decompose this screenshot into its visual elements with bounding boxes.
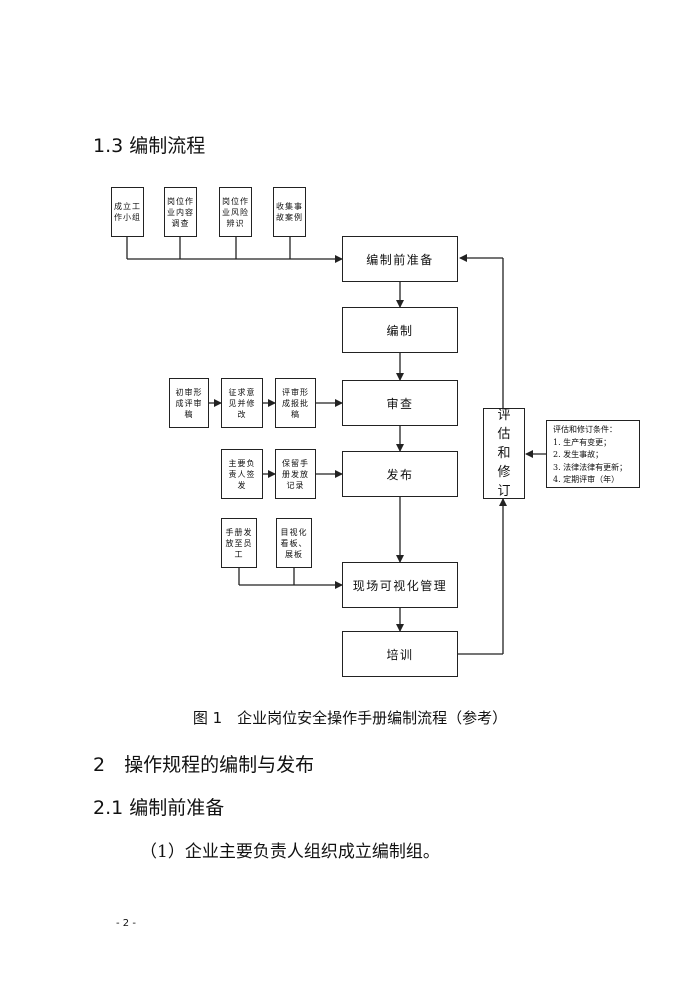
flow-box-evaluation: 评估和修订 — [483, 408, 525, 499]
flow-step-training: 培训 — [342, 631, 458, 677]
section-title: 1.3 编制流程 — [93, 135, 206, 157]
flow-box-approval-draft: 评审形成报批稿 — [275, 378, 316, 428]
flow-box-revision-conditions: 评估和修订条件： 1. 生产有变更； 2. 发生事故； 3. 法律法律有更新； … — [546, 420, 640, 488]
flow-step-compile: 编制 — [342, 307, 458, 353]
figure-caption: 图 1 企业岗位安全操作手册编制流程（参考） — [192, 709, 508, 727]
flow-box-solicit-opinions: 征求意见并修改 — [221, 378, 263, 428]
flow-step-visual-management: 现场可视化管理 — [342, 562, 458, 608]
page-number: - 2 - — [116, 918, 136, 929]
flow-box-initial-review-draft: 初审形成评审稿 — [169, 378, 209, 428]
subsection-title: 2.1 编制前准备 — [93, 797, 225, 819]
flowchart-connectors — [126, 237, 546, 655]
flow-step-preparation: 编制前准备 — [342, 236, 458, 282]
flow-box-handbook-to-staff: 手册发放至员工 — [221, 518, 257, 568]
conditions-title: 评估和修订条件： — [553, 425, 617, 434]
condition-item: 1. 生产有变更； — [553, 437, 612, 447]
flow-box-form-team: 成立工作小组 — [111, 187, 144, 237]
condition-item: 2. 发生事故； — [553, 450, 604, 459]
flow-box-visual-boards: 目视化看板、展板 — [276, 518, 312, 568]
flow-box-collect-cases: 收集事故案例 — [273, 187, 306, 237]
flow-box-job-content-survey: 岗位作业内容调查 — [164, 187, 197, 237]
body-paragraph: （1）企业主要负责人组织成立编制组。 — [140, 842, 440, 862]
flow-box-risk-identification: 岗位作业风险辨识 — [219, 187, 252, 237]
flow-box-distribution-record: 保留手册发放记录 — [275, 449, 316, 499]
condition-item: 4. 定期评审（年） — [553, 475, 620, 484]
flow-box-principal-sign: 主要负责人签发 — [221, 449, 263, 499]
flow-step-publish: 发布 — [342, 451, 458, 497]
chapter-title: 2 操作规程的编制与发布 — [93, 754, 315, 776]
flow-step-review: 审查 — [342, 380, 458, 426]
condition-item: 3. 法律法律有更新； — [553, 462, 628, 472]
